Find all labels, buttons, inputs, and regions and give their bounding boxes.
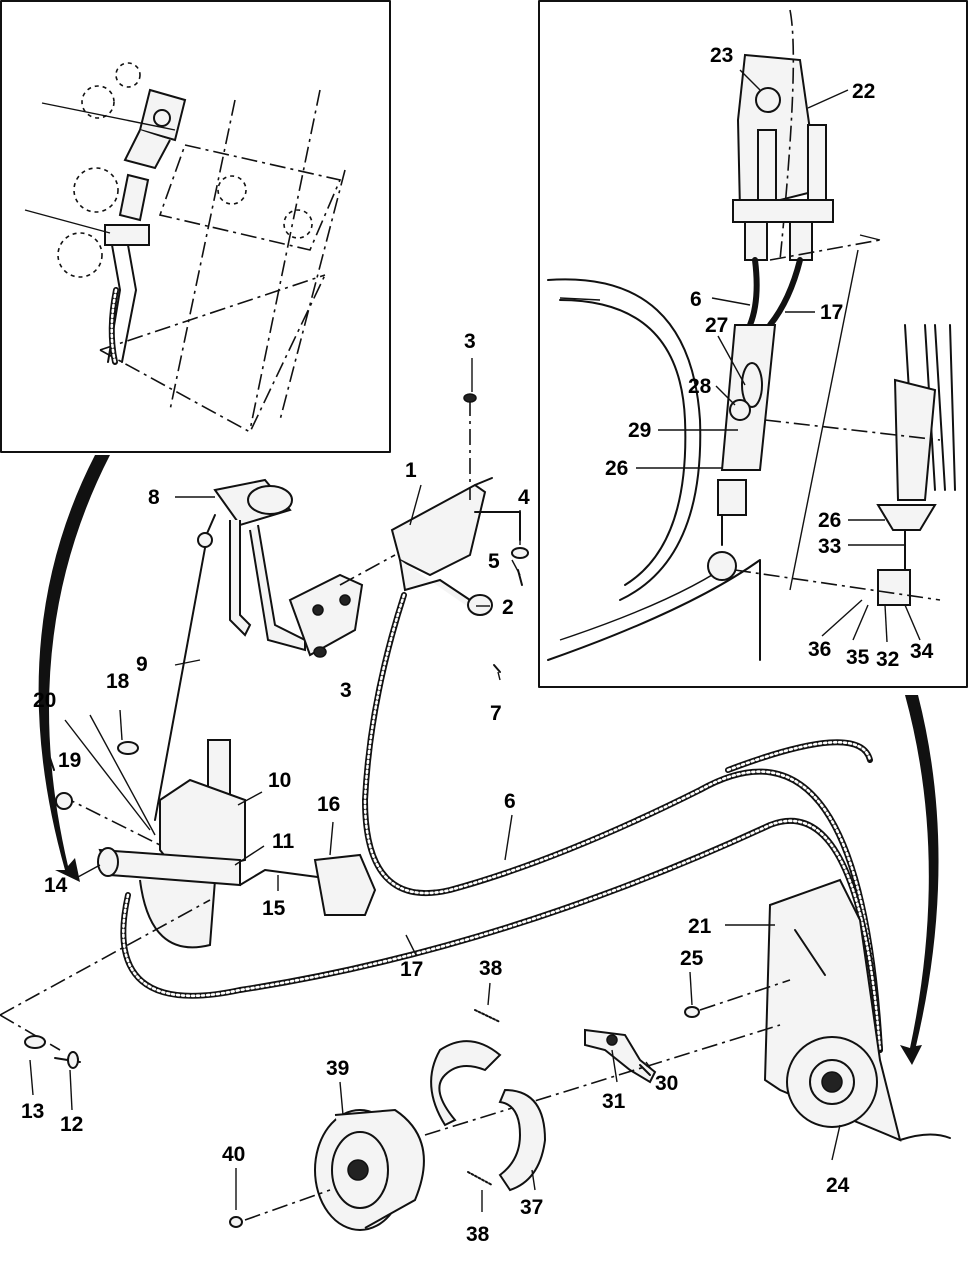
label-11: 11 [272,830,295,853]
label-3-top: 3 [464,330,476,353]
label-21: 21 [688,915,712,938]
label-26-exploded: 26 [818,509,841,532]
label-4: 4 [518,486,530,509]
main-assembly [0,393,951,1231]
label-17-inset: 17 [820,301,843,324]
label-34: 34 [910,640,934,663]
label-14: 14 [44,874,68,897]
inset-right-detail [538,0,968,688]
label-38-top: 38 [479,957,503,980]
label-38-bottom: 38 [466,1223,490,1246]
label-40: 40 [222,1143,245,1166]
inset-left-detail [0,0,391,453]
label-36: 36 [808,638,831,661]
label-19: 19 [58,749,81,772]
label-28: 28 [688,375,712,398]
label-26-inset: 26 [605,457,628,480]
label-5: 5 [488,550,500,573]
callout-labels: 1 2 3 3 4 5 6 6 7 8 9 10 11 12 13 14 15 … [21,44,934,1246]
label-25: 25 [680,947,704,970]
label-30: 30 [655,1072,678,1095]
label-6-main: 6 [504,790,516,813]
label-31: 31 [602,1090,626,1113]
label-6-inset: 6 [690,288,702,311]
label-1: 1 [405,459,417,482]
label-24: 24 [826,1174,850,1197]
curved-arrows [38,455,939,1065]
label-29: 29 [628,419,651,442]
label-27: 27 [705,314,728,337]
label-3-bottom: 3 [340,679,352,702]
label-13: 13 [21,1100,44,1123]
label-15: 15 [262,897,286,920]
label-17-main: 17 [400,958,423,981]
label-9: 9 [136,653,148,676]
label-22: 22 [852,80,875,103]
label-18: 18 [106,670,130,693]
label-12: 12 [60,1113,83,1136]
label-8: 8 [148,486,160,509]
label-16: 16 [317,793,340,816]
label-32: 32 [876,648,899,671]
label-7: 7 [490,702,502,725]
leader-lines [29,69,921,1212]
label-37: 37 [520,1196,543,1219]
label-23: 23 [710,44,733,67]
label-35: 35 [846,646,870,669]
label-20: 20 [33,689,56,712]
label-39: 39 [326,1057,349,1080]
label-10: 10 [268,769,291,792]
label-33: 33 [818,535,841,558]
label-2: 2 [502,596,514,619]
